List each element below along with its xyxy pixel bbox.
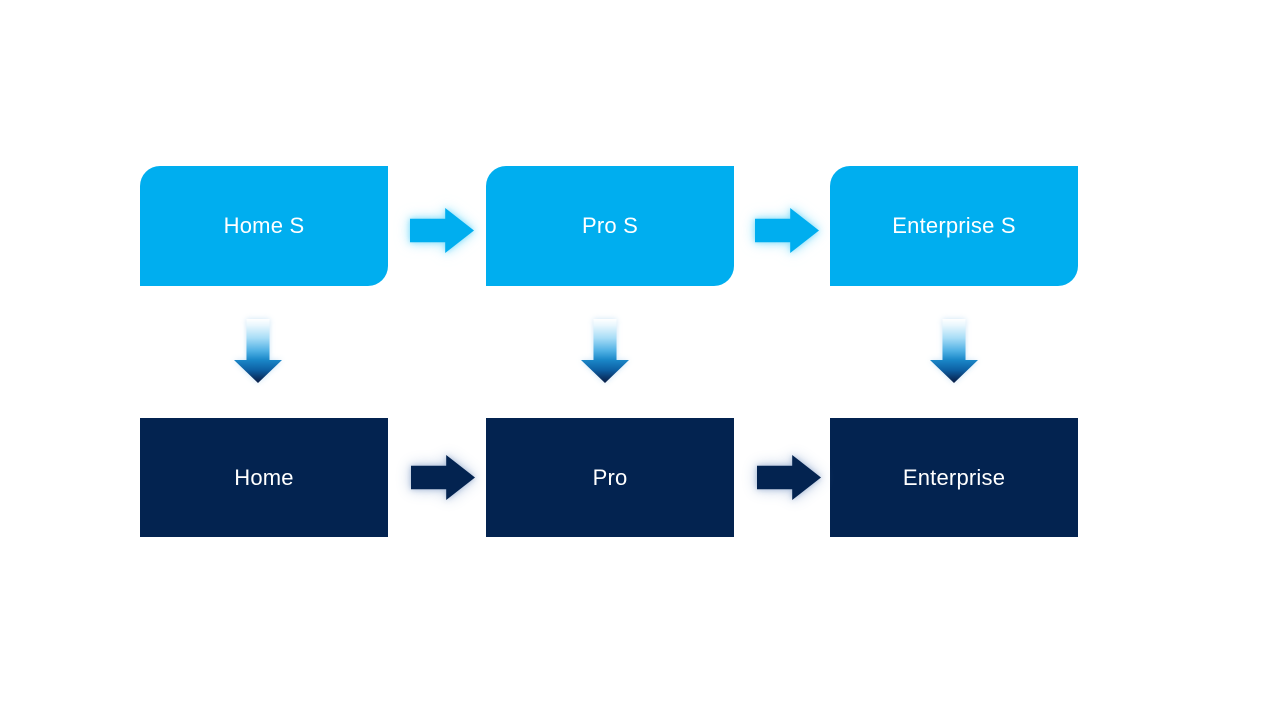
- node-enterprise-s-label: Enterprise S: [892, 213, 1016, 238]
- arrow-right-icon-pro-to-enterprise: [757, 455, 821, 500]
- node-pro-s-label: Pro S: [581, 213, 639, 238]
- arrow-down-shape: [930, 319, 978, 383]
- arrow-right-shape: [410, 208, 474, 253]
- arrow-down-shape: [234, 319, 282, 383]
- arrow-right-icon-home-s-to-pro-s: [410, 208, 474, 253]
- node-enterprise-s: Enterprise S: [830, 166, 1078, 286]
- arrow-right-shape: [411, 455, 475, 500]
- node-enterprise: Enterprise: [830, 418, 1078, 537]
- arrow-right-icon-home-to-pro: [411, 455, 475, 500]
- node-home-s-label: Home S: [223, 213, 305, 238]
- arrow-down-icon-enterprise-s-to-enterprise: [930, 319, 978, 383]
- arrow-down-shape: [581, 319, 629, 383]
- node-home: Home: [140, 418, 388, 537]
- node-enterprise-label: Enterprise: [902, 464, 1006, 490]
- node-pro: Pro: [486, 418, 734, 537]
- arrow-right-shape: [757, 455, 821, 500]
- arrow-right-shape: [755, 208, 819, 253]
- node-home-s: Home S: [140, 166, 388, 286]
- node-home-label: Home: [234, 464, 294, 490]
- arrow-down-icon-home-s-to-home: [234, 319, 282, 383]
- node-pro-label: Pro: [592, 464, 628, 490]
- node-pro-s: Pro S: [486, 166, 734, 286]
- arrow-right-icon-pro-s-to-enterprise-s: [755, 208, 819, 253]
- arrow-down-icon-pro-s-to-pro: [581, 319, 629, 383]
